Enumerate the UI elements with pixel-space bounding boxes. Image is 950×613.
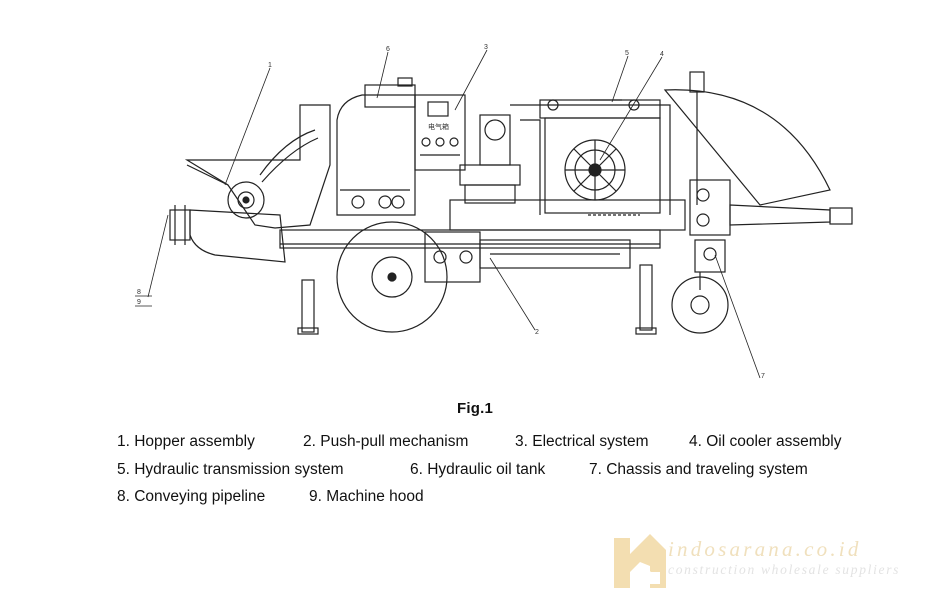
legend-item-hydraulic-tank: 6. Hydraulic oil tank bbox=[410, 460, 546, 478]
callout-5: 5 bbox=[625, 50, 629, 57]
legend-item-push-pull: 2. Push-pull mechanism bbox=[303, 433, 469, 450]
callout-labels: 1 2 3 4 5 6 7 8 9 bbox=[137, 44, 765, 380]
callout-1: 1 bbox=[268, 62, 272, 69]
hydraulic-pumps bbox=[459, 99, 671, 215]
callout-7: 7 bbox=[761, 373, 765, 380]
legend-row-2: 5. Hydraulic transmission system 6. Hydra… bbox=[117, 456, 841, 484]
support-legs bbox=[297, 264, 657, 335]
push-pull-cylinder bbox=[424, 231, 631, 283]
callout-8: 8 bbox=[137, 289, 141, 296]
legend-row-3: 8. Conveying pipeline 9. Machine hood bbox=[117, 483, 841, 511]
callout-3: 3 bbox=[484, 44, 488, 51]
jockey-wheel bbox=[671, 239, 729, 334]
watermark-tagline: construction wholesale suppliers bbox=[668, 562, 901, 577]
panel-text: 电气箱 bbox=[428, 122, 449, 131]
oil-cooler bbox=[544, 117, 661, 216]
callout-9: 9 bbox=[137, 299, 141, 306]
callout-6: 6 bbox=[386, 46, 390, 53]
legend-item-conveying-pipeline: 8. Conveying pipeline bbox=[117, 488, 266, 505]
legend: 1. Hopper assembly 2. Push-pull mechanism… bbox=[117, 428, 841, 511]
legend-item-hopper: 1. Hopper assembly bbox=[117, 433, 255, 450]
legend-item-machine-hood: 9. Machine hood bbox=[309, 488, 424, 505]
watermark-name: indosarana.co.id bbox=[668, 537, 862, 561]
machine-hood bbox=[336, 77, 416, 216]
leader-lines bbox=[135, 49, 761, 379]
legend-item-chassis: 7. Chassis and traveling system bbox=[589, 460, 808, 478]
callout-4: 4 bbox=[660, 51, 664, 58]
figure-caption: Fig.1 bbox=[456, 400, 493, 417]
watermark-house-logo bbox=[614, 534, 666, 588]
conveying-pipeline bbox=[169, 205, 286, 263]
legend-row-1: 1. Hopper assembly 2. Push-pull mechanism… bbox=[117, 428, 841, 456]
legend-item-hydraulic-transmission: 5. Hydraulic transmission system bbox=[117, 460, 344, 478]
hopper bbox=[184, 104, 331, 229]
legend-item-oil-cooler: 4. Oil cooler assembly bbox=[689, 433, 842, 450]
machine-drawing: 电气箱 bbox=[135, 44, 853, 380]
chassis-frame bbox=[279, 199, 686, 249]
main-wheel bbox=[336, 221, 448, 333]
callout-2: 2 bbox=[535, 329, 539, 336]
legend-item-electrical: 3. Electrical system bbox=[515, 433, 649, 450]
electrical-cabinet: 电气箱 bbox=[414, 94, 466, 171]
rear-hood-towbar bbox=[663, 71, 853, 236]
